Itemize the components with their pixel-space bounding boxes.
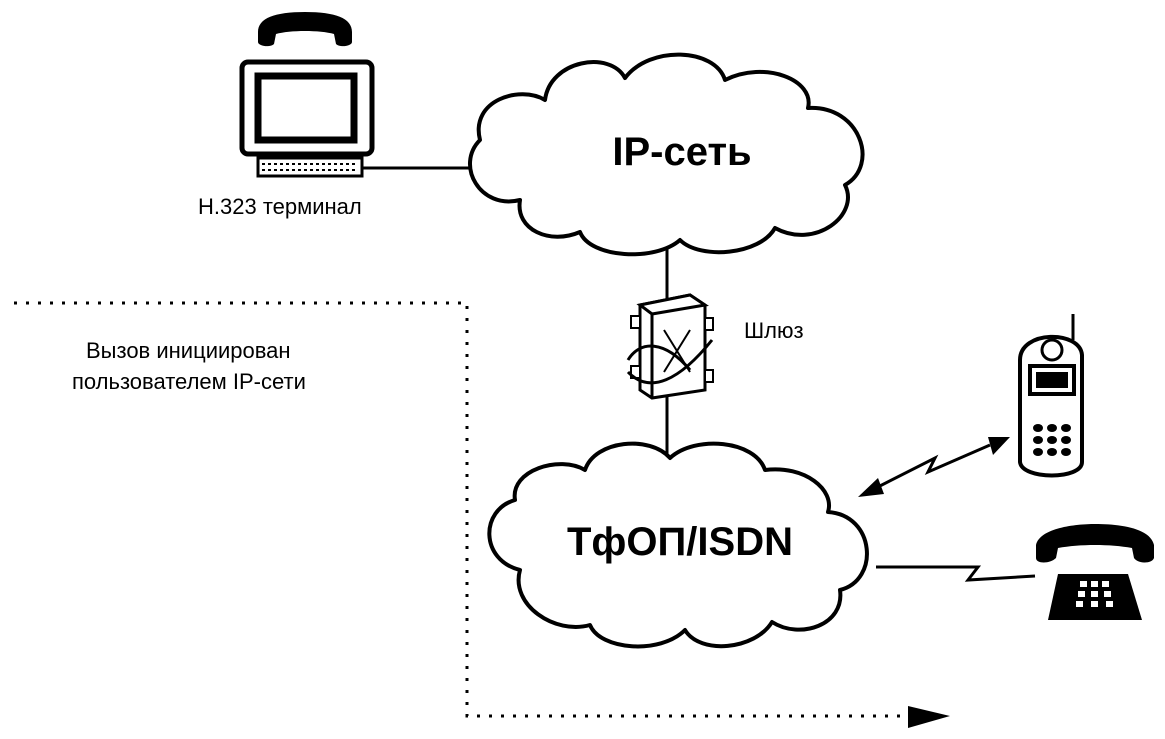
wireless-link-arrow: [858, 437, 1010, 497]
gateway-icon: [626, 293, 714, 400]
ip-network-cloud: IP-сеть: [468, 52, 865, 257]
wired-link-line: [876, 565, 1036, 582]
call-note-line2: пользователем IP-сети: [72, 369, 306, 394]
call-note-line1: Вызов инициирован: [86, 338, 291, 363]
mobile-phone-icon: [1018, 314, 1084, 478]
pstn-isdn-cloud: ТфОП/ISDN: [487, 441, 869, 649]
gateway-label: Шлюз: [744, 318, 804, 343]
desk-telephone-icon: [1036, 524, 1154, 620]
terminal-label: H.323 терминал: [198, 194, 362, 219]
ip-network-label: IP-сеть: [612, 130, 751, 174]
pstn-isdn-label: ТфОП/ISDN: [567, 520, 793, 564]
call-path-dotted-arrow: [14, 301, 950, 728]
computer-with-handset-icon: [239, 12, 375, 178]
